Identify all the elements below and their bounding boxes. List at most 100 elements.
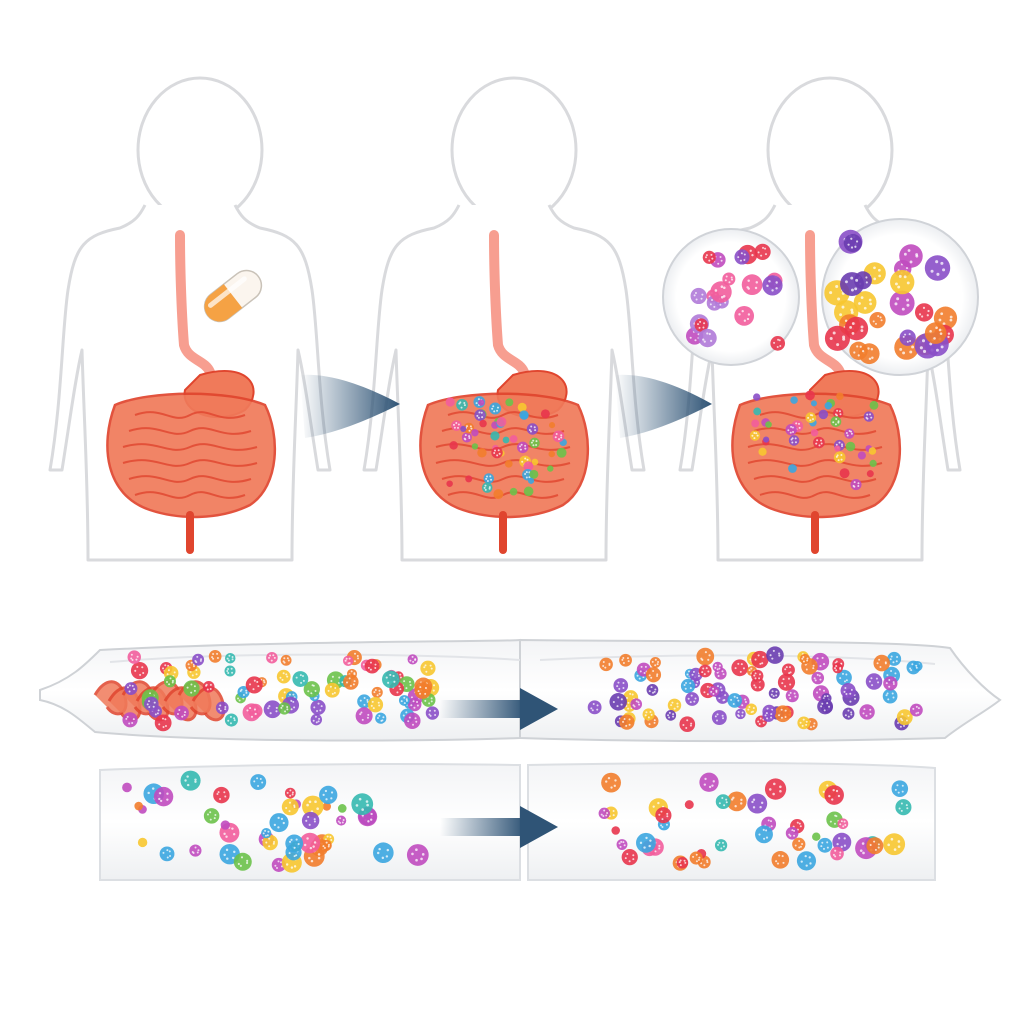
microbe-in-gut xyxy=(521,412,529,420)
microbe-in-strip xyxy=(751,650,769,669)
microbe-in-strip xyxy=(266,651,278,664)
microbe-in-gut xyxy=(460,425,467,432)
microbe-in-strip xyxy=(727,693,743,708)
magnified-microbe xyxy=(734,305,755,326)
microbe-in-strip xyxy=(208,650,222,663)
microbe-in-strip xyxy=(192,653,205,666)
microbe-in-gut xyxy=(517,441,529,454)
microbe-in-gut xyxy=(509,487,518,496)
microbe-in-gut xyxy=(490,431,500,441)
magnified-microbe xyxy=(702,250,716,264)
microbe-in-gut xyxy=(765,421,772,428)
intestine-mass xyxy=(419,392,589,519)
microbe-in-gut xyxy=(788,435,800,446)
microbe-sample xyxy=(699,772,719,792)
microbe-in-strip xyxy=(680,678,696,694)
microbe-in-gut xyxy=(834,445,841,452)
microbe-in-strip xyxy=(882,688,898,704)
microbe-in-gut xyxy=(763,436,770,443)
microbe-in-strip xyxy=(667,698,682,713)
microbe-in-strip xyxy=(245,676,263,694)
microbe-in-strip xyxy=(599,657,613,672)
microbe-in-strip xyxy=(873,654,890,672)
microbe-in-strip xyxy=(342,655,354,667)
microbe-in-gut xyxy=(749,430,761,441)
microbe-sample xyxy=(771,851,790,869)
microbe-in-gut xyxy=(788,464,797,473)
microbe-in-strip xyxy=(785,689,799,703)
intestine-coil xyxy=(134,491,246,499)
microbe-in-strip xyxy=(696,647,715,666)
microbe-in-strip xyxy=(711,710,727,726)
esophagus xyxy=(805,230,845,377)
microbe-in-gut xyxy=(465,475,473,483)
microbe-in-gut xyxy=(868,447,877,455)
microbe-sample xyxy=(269,813,289,833)
intestine-coil xyxy=(128,427,252,435)
microbe-in-gut xyxy=(461,432,472,443)
microbe-sample xyxy=(684,800,694,810)
microbe-in-gut xyxy=(869,400,879,410)
microbe-in-gut xyxy=(832,407,844,419)
intestine-coil xyxy=(435,459,571,467)
microbe-in-strip xyxy=(712,661,723,672)
microbe-sample xyxy=(262,834,278,851)
arrow-intestine-before-to-after xyxy=(440,688,558,730)
microbe-sample xyxy=(159,846,175,862)
microbe-in-strip xyxy=(382,670,400,689)
microbe-in-strip xyxy=(183,680,200,697)
magnified-microbe xyxy=(899,244,923,268)
microbe-in-strip xyxy=(215,701,229,715)
microbe-sample xyxy=(319,785,338,805)
magnified-microbe xyxy=(890,269,915,295)
microbe-in-gut xyxy=(517,402,527,412)
microbe-in-gut xyxy=(552,430,565,443)
magnified-microbe xyxy=(770,336,786,351)
microbe-sample xyxy=(883,833,906,856)
microbe-in-strip xyxy=(414,682,432,699)
intestine-mass xyxy=(106,392,276,519)
microbe-sample xyxy=(764,778,787,800)
microbe-sample xyxy=(714,839,728,852)
microbe-sample xyxy=(322,802,332,811)
microbe-in-strip xyxy=(310,699,326,715)
microbe-sample xyxy=(796,851,817,871)
microbe-in-gut xyxy=(790,396,798,404)
microbe-in-strip xyxy=(766,646,784,664)
microbe-sample xyxy=(891,780,909,797)
microbe-in-strip xyxy=(224,665,236,677)
microbe-in-strip xyxy=(202,681,215,693)
microbe-sample xyxy=(747,793,768,814)
magnified-microbe xyxy=(853,291,877,314)
microbe-in-strip xyxy=(364,658,380,674)
microbe-in-strip xyxy=(310,713,323,726)
intestine-coil xyxy=(128,475,252,483)
head xyxy=(450,76,578,224)
microbe-in-gut xyxy=(529,437,540,449)
microbe-in-strip xyxy=(619,653,632,667)
microbe-in-strip xyxy=(799,653,811,665)
microbe-in-gut xyxy=(523,486,534,497)
magnified-microbe xyxy=(849,341,868,360)
esophagus xyxy=(175,230,215,377)
microbe-sample xyxy=(153,786,174,807)
microbe-in-gut xyxy=(863,411,875,422)
microbe-in-strip xyxy=(357,694,372,709)
microbe-in-strip xyxy=(420,660,436,676)
magnified-microbe xyxy=(824,325,851,351)
microbe-in-strip xyxy=(731,659,749,677)
microbe-in-gut xyxy=(869,459,877,468)
microbe-sample xyxy=(715,794,731,810)
microbe-in-strip xyxy=(646,684,659,696)
microbe-in-strip xyxy=(832,662,843,674)
microbe-sample xyxy=(261,828,272,839)
microbe-in-gut xyxy=(753,393,761,401)
microbe-in-gut xyxy=(818,409,829,420)
microbe-in-strip xyxy=(865,673,883,690)
microbe-in-gut xyxy=(504,459,513,468)
microbe-in-gut xyxy=(813,436,825,449)
microbe-sample xyxy=(655,807,672,824)
microbe-in-strip xyxy=(708,685,720,697)
microbe-in-strip xyxy=(774,705,792,723)
microbe-in-gut xyxy=(529,469,539,479)
